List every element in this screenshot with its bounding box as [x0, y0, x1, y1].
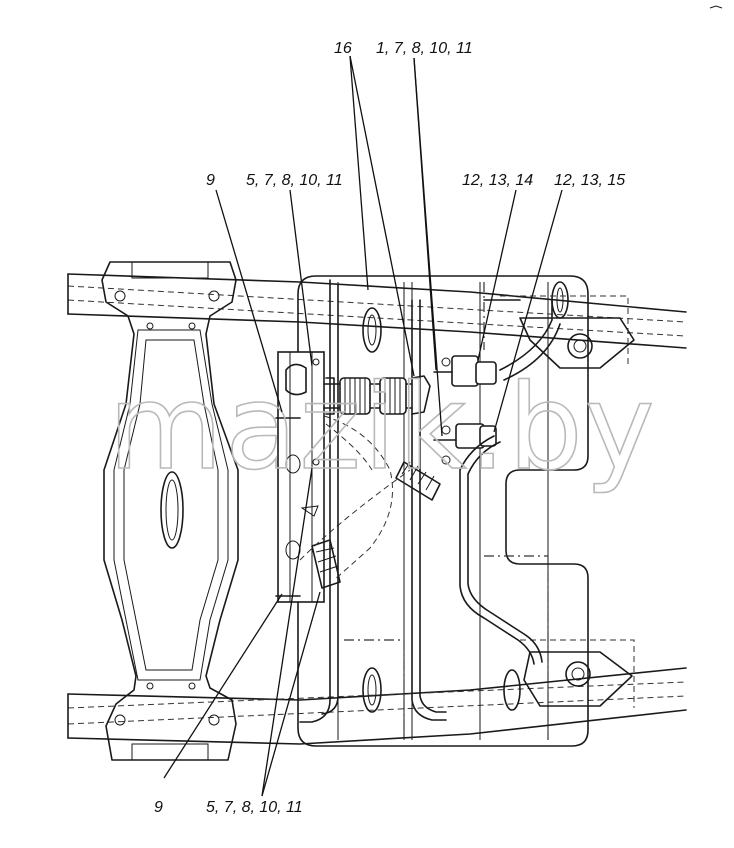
vertical-bracket	[275, 351, 325, 603]
callout-16: 16	[334, 40, 352, 57]
callout-9-top: 9	[206, 172, 215, 189]
watermark-text: mazik.by	[108, 358, 657, 496]
callout-labels: 16 1, 7, 8, 10, 11 9 5, 7, 8, 10, 11 12,…	[154, 40, 625, 816]
callout-5-7-8-10-11-top: 5, 7, 8, 10, 11	[246, 172, 343, 189]
lower-frame-rail	[67, 667, 687, 745]
rail-brackets	[500, 295, 635, 708]
callout-5-7-8-10-11-bottom: 5, 7, 8, 10, 11	[206, 799, 303, 816]
callout-9-bottom: 9	[154, 799, 163, 816]
hose-assembly	[299, 279, 561, 723]
callout-12-13-15: 12, 13, 15	[554, 172, 625, 189]
mounting-plate	[297, 275, 589, 747]
callout-1-7-8-10-11: 1, 7, 8, 10, 11	[376, 40, 473, 57]
corner-mark	[709, 5, 723, 9]
callout-12-13-14: 12, 13, 14	[462, 172, 533, 189]
left-cross-member	[101, 261, 239, 761]
leader-lines	[163, 55, 563, 797]
